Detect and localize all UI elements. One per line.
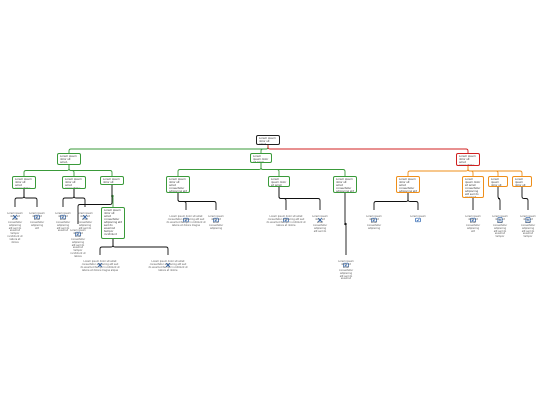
node-label: Lorem ipsum dolor sit amet consectetur (515, 178, 526, 187)
close-icon[interactable] (165, 255, 171, 268)
leaf-note: Lorem ipsum dolor sit amet consectetur a… (166, 215, 206, 227)
edge-root-b1 (68, 145, 269, 153)
node-label: Lorem ipsum dolor sit amet (103, 178, 120, 184)
edge-s1-l2 (23, 189, 38, 207)
leaf-note: Lorem ipsum dolor sit amet consectetur a… (208, 215, 224, 230)
check-icon[interactable] (415, 210, 421, 223)
node-b3[interactable]: Lorem ipsum dolor sit amet consectetur a… (456, 153, 480, 166)
check-icon[interactable] (343, 255, 349, 268)
node-s9[interactable]: Lorem ipsum dolor sit amet consectetur (488, 176, 508, 187)
node-s5[interactable]: Lorem ipsum dolor sit amet consectetur a… (268, 176, 290, 187)
edge-root-b3 (267, 145, 469, 153)
node-label: Lorem ipsum dolor sit amet consectetur a… (399, 178, 417, 193)
node-s10[interactable]: Lorem ipsum dolor sit amet consectetur (512, 176, 532, 187)
node-s8[interactable]: Lorem ipsum dolor sit amet consectetur a… (462, 176, 484, 198)
leaf-note: Lorem ipsum dolor sit amet consectetur a… (366, 215, 382, 230)
edge-s7-l14 (407, 193, 419, 210)
edge-s2-l3 (62, 189, 75, 207)
close-icon[interactable] (317, 210, 323, 223)
check-icon[interactable] (213, 210, 219, 223)
leaf-note: Lorem ipsum dolor sit amet consectetur a… (492, 215, 508, 239)
leaf-note: Lorem ipsum (410, 215, 426, 218)
leaf-note: Lorem ipsum dolor sit amet consectetur a… (55, 212, 71, 233)
close-icon[interactable] (97, 255, 103, 268)
leaf-note: Lorem ipsum dolor sit amet consectetur a… (29, 212, 45, 230)
note-icon[interactable] (525, 210, 531, 223)
node-label: Lorem ipsum dolor sit amet consectetur (491, 178, 502, 187)
leaf-note: Lorem ipsum dolor sit amet consectetur a… (465, 215, 481, 233)
edge-s10-l17 (521, 187, 529, 210)
edge-s2-l4 (73, 189, 86, 207)
node-label: Lorem ipsum dolor sit amet consectetur a… (15, 178, 32, 189)
note-icon[interactable] (497, 210, 503, 223)
edge-b2-s6 (260, 163, 346, 176)
edge-b3-s7 (407, 166, 469, 176)
node-s2[interactable]: Lorem ipsum dolor sit amet consectetur a… (62, 176, 86, 189)
leaf-note: Lorem ipsum dolor sit amet consectetur a… (148, 260, 188, 272)
edge-t1-l7 (112, 239, 169, 255)
leaf-note: Lorem ipsum dolor sit amet consectetur a… (70, 229, 86, 259)
edge-s4-l9 (177, 193, 217, 210)
edge-t1-l6 (99, 239, 114, 255)
node-s6[interactable]: Lorem ipsum dolor sit amet consectetur a… (333, 176, 357, 193)
edge-s1-l1 (14, 189, 25, 207)
node-label: Lorem ipsum dolor sit amet consectetur a… (169, 178, 187, 193)
edge-s6-l12 (343, 193, 348, 255)
edge-s3-l5 (77, 185, 113, 224)
node-label: Lorem ipsum dolor sit amet consectetur a… (336, 178, 354, 193)
leaf-note: Lorem ipsum dolor sit amet consectetur a… (77, 212, 93, 230)
node-t1[interactable]: Lorem ipsum dolor sit amet consectetur a… (101, 207, 125, 239)
edge-b1-s1 (23, 165, 70, 176)
leaf-note: Lorem ipsum dolor sit amet consectetur a… (338, 260, 354, 281)
edge-b1-s3 (68, 165, 113, 176)
leaf-note: Lorem ipsum dolor sit amet consectetur a… (7, 212, 23, 245)
close-icon[interactable] (82, 207, 88, 220)
node-b2[interactable]: Lorem ipsum dolor sit amet consectetur (250, 153, 272, 163)
check-icon[interactable] (34, 207, 40, 220)
check-icon[interactable] (371, 210, 377, 223)
node-s3[interactable]: Lorem ipsum dolor sit amet (100, 176, 124, 185)
close-icon[interactable] (12, 207, 18, 220)
edge-b2-s4 (177, 163, 262, 176)
node-label: Lorem ipsum dolor sit amet consectetur (253, 155, 269, 163)
leaf-note: Lorem ipsum dolor sit amet consectetur a… (80, 260, 120, 272)
check-icon[interactable] (60, 207, 66, 220)
leaf-note: Lorem ipsum dolor sit amet consectetur a… (520, 215, 536, 239)
node-label: Lorem ipsum dolor sit amet consectetur a… (465, 178, 481, 198)
node-s1[interactable]: Lorem ipsum dolor sit amet consectetur a… (12, 176, 36, 189)
leaf-note: Lorem ipsum dolor sit amet consectetur a… (266, 215, 306, 227)
node-root[interactable]: Lorem ipsum dolor sit amet consectetur (256, 135, 280, 145)
edge-s5-l11 (278, 187, 321, 210)
check-icon[interactable] (75, 224, 81, 237)
edge-b3-s10 (467, 166, 523, 176)
node-label: Lorem ipsum dolor sit amet consectetur a… (104, 209, 122, 236)
check-icon[interactable] (183, 210, 189, 223)
check-icon[interactable] (470, 210, 476, 223)
leaf-note: Lorem ipsum dolor sit amet consectetur a… (312, 215, 328, 233)
node-label: Lorem ipsum dolor sit amet consectetur (259, 137, 276, 145)
edge-root-b2 (260, 145, 269, 153)
node-b1[interactable]: Lorem ipsum dolor sit amet, consectetur … (57, 153, 81, 165)
node-s7[interactable]: Lorem ipsum dolor sit amet consectetur a… (396, 176, 420, 193)
node-s4[interactable]: Lorem ipsum dolor sit amet consectetur a… (166, 176, 190, 193)
node-label: Lorem ipsum dolor sit amet consectetur a… (459, 155, 476, 166)
check-icon[interactable] (283, 210, 289, 223)
node-label: Lorem ipsum dolor sit amet consectetur a… (271, 178, 287, 187)
node-label: Lorem ipsum dolor sit amet, consectetur … (60, 155, 77, 164)
node-label: Lorem ipsum dolor sit amet consectetur a… (65, 178, 82, 189)
edge-s9-l16 (497, 187, 501, 210)
edge-s7-l13 (373, 193, 409, 210)
